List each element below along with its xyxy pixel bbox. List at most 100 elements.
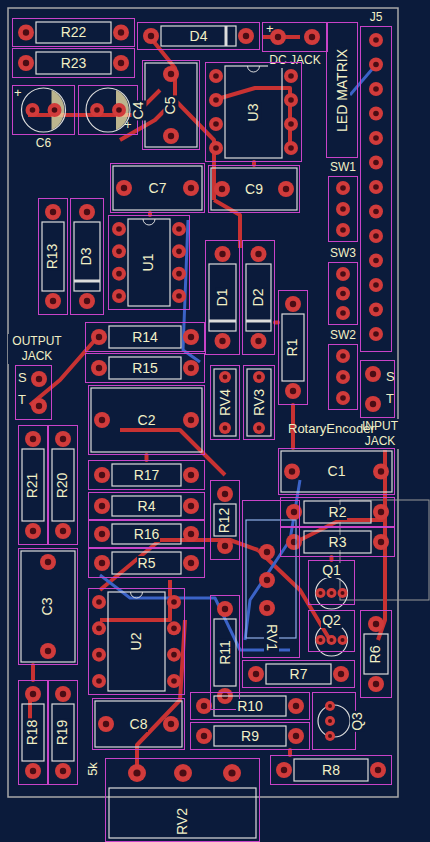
ref-designator: DC JACK: [268, 53, 321, 68]
drill-hole: [378, 509, 384, 515]
pad: [327, 635, 337, 645]
drill-hole: [96, 652, 102, 658]
pad: [336, 267, 350, 281]
drill-hole: [340, 206, 346, 212]
pad: [214, 181, 230, 197]
ref-designator: C5: [164, 95, 179, 115]
pad: [183, 498, 199, 514]
pad: [31, 371, 47, 387]
footprint-outline: R3: [280, 527, 395, 557]
pad: [369, 254, 383, 268]
drill-hole: [264, 549, 270, 555]
drill-hole: [213, 73, 219, 79]
pad: [91, 360, 107, 376]
footprint-outline: R16: [88, 520, 205, 548]
drill-hole: [264, 577, 270, 583]
ref-designator: D2: [251, 288, 266, 308]
pad: [90, 103, 104, 117]
ref-designator: R2: [328, 505, 348, 520]
drill-hole: [264, 605, 270, 611]
pad: [369, 327, 383, 341]
drill-hole: [168, 133, 174, 139]
drill-hole: [116, 271, 122, 277]
drill-hole: [373, 258, 379, 264]
pad: [25, 686, 41, 702]
pad: [336, 181, 350, 195]
pad: [223, 764, 241, 782]
drill-hole: [253, 671, 259, 677]
drill-hole: [222, 606, 228, 612]
pad: [369, 229, 383, 243]
drill-hole: [171, 678, 177, 684]
footprint-outline: R5: [88, 548, 205, 578]
pad: [336, 349, 350, 363]
pad: [31, 398, 47, 414]
drill-hole: [116, 249, 122, 255]
pad: [219, 422, 231, 434]
footprint-outline: C1: [278, 448, 395, 495]
silk-label: T: [386, 392, 394, 406]
drill-hole: [319, 638, 323, 642]
pad: [48, 103, 62, 117]
drill-hole: [289, 468, 295, 474]
pad: [276, 762, 292, 778]
pad: [55, 523, 71, 539]
ref-designator: R12: [218, 506, 233, 534]
footprint-outline: R19: [48, 680, 78, 785]
footprint-outline: R22: [12, 18, 135, 47]
drill-hole: [293, 703, 299, 709]
drill-hole: [370, 401, 376, 407]
component-body: [52, 449, 74, 521]
pad: [259, 572, 275, 588]
pad: [369, 58, 383, 72]
drill-hole: [219, 251, 225, 257]
pad: [259, 544, 275, 560]
pad: [94, 498, 110, 514]
footprint-outline: LED MATRIX: [326, 22, 358, 158]
pad: [167, 595, 181, 609]
pad: [217, 601, 233, 617]
pad: [172, 289, 186, 303]
footprint-outline: R9: [190, 722, 310, 750]
copper-trace: [31, 665, 35, 680]
pad: [172, 267, 186, 281]
pad: [336, 287, 350, 301]
cap-body: [22, 88, 66, 132]
ref-designator: R14: [131, 330, 159, 345]
component-body: [36, 52, 111, 74]
silk-label: RotaryEncoder: [288, 422, 375, 436]
pad: [92, 674, 106, 688]
footprint-outline: D3: [70, 198, 104, 315]
ref-designator: C9: [244, 182, 264, 197]
footprint-outline: R4: [88, 492, 205, 520]
pad: [325, 731, 335, 741]
drill-hole: [188, 531, 194, 537]
footprint-outline: U2: [88, 588, 185, 695]
ref-designator: R9: [240, 729, 260, 744]
drill-hole: [341, 638, 345, 642]
pad: [369, 156, 383, 170]
pad: [369, 82, 383, 96]
footprint-outline: SW2: [328, 344, 358, 410]
pad: [98, 716, 114, 732]
component-body: [304, 531, 371, 553]
component-body: [95, 701, 182, 747]
drill-hole: [133, 769, 140, 776]
pad: [94, 467, 110, 483]
drill-hole: [201, 703, 207, 709]
ref-designator: R22: [60, 25, 88, 40]
footprint-outline: SW1: [328, 176, 358, 242]
pad: [285, 383, 301, 399]
pad: [163, 66, 179, 82]
pad: [373, 534, 389, 550]
drill-hole: [188, 334, 194, 340]
ref-designator: U2: [129, 632, 144, 652]
drill-hole: [288, 121, 294, 127]
component-body: [112, 464, 181, 486]
pad: [209, 69, 223, 83]
pad: [172, 244, 186, 258]
footprint-outline: RV2: [105, 758, 260, 842]
footprint-outline: R20: [48, 425, 78, 545]
component-body: [42, 222, 64, 291]
pad: [369, 131, 383, 145]
